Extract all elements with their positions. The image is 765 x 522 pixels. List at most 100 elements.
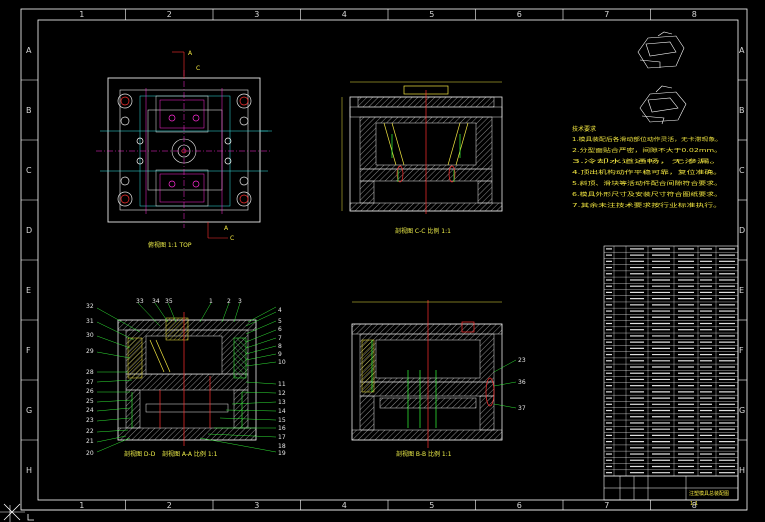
zone-row-labels-left: A B C D E F G H xyxy=(21,46,38,475)
callout-bb-36: 36 xyxy=(518,379,526,386)
zone-row-left-B: B xyxy=(26,106,32,115)
callout-13: 13 xyxy=(278,399,286,406)
note-line: 2.分型面贴合严密，间隙不大于0.02mm。 xyxy=(572,146,722,154)
parts-list-rows xyxy=(604,246,738,476)
zone-col-top-4: 4 xyxy=(342,10,347,19)
callout-34: 34 xyxy=(152,298,160,305)
callout-32: 32 xyxy=(86,303,94,310)
callout-25: 25 xyxy=(86,398,94,405)
zone-col-bottom-1: 1 xyxy=(79,501,84,510)
zone-row-left-A: A xyxy=(26,46,32,55)
notes-lines: 1.模具装配后各滑动部位动作灵活，无卡滞现象。 2.分型面贴合严密，间隙不大于0.… xyxy=(572,135,722,209)
frame-corner-ticks xyxy=(0,505,747,522)
section-mark-c-bottom: C xyxy=(230,235,234,242)
zone-row-left-F: F xyxy=(26,346,31,355)
callouts-bb: 23 36 37 xyxy=(518,357,526,412)
section-mark-a-bottom: A xyxy=(224,225,229,232)
ucs-icon xyxy=(3,503,34,521)
zone-col-top-2: 2 xyxy=(167,10,172,19)
section-mark-a-top: A xyxy=(188,50,193,57)
caption-section-bb: 剖视图 B-B 比例 1:1 xyxy=(396,450,452,458)
zone-col-bottom-7: 7 xyxy=(604,501,609,510)
zone-col-top-1: 1 xyxy=(79,10,84,19)
zone-row-right-C: C xyxy=(739,166,745,175)
caption-section-cc: 剖视图 C-C 比例 1:1 xyxy=(395,227,451,235)
callout-21: 21 xyxy=(86,438,94,445)
zone-col-bottom-2: 2 xyxy=(167,501,172,510)
zone-row-left-C: C xyxy=(26,166,32,175)
top-view: A C C A 俯视图 1:1 TOP xyxy=(96,50,272,249)
callout-22: 22 xyxy=(86,428,94,435)
callout-7: 7 xyxy=(278,335,282,342)
callout-33: 33 xyxy=(136,298,144,305)
callout-bb-37: 37 xyxy=(518,405,526,412)
zone-col-top-8: 8 xyxy=(692,10,697,19)
zone-col-bottom-4: 4 xyxy=(342,501,347,510)
callout-18: 18 xyxy=(278,443,286,450)
callout-29: 29 xyxy=(86,348,94,355)
title-block-name: 注塑模具总装配图 xyxy=(689,490,729,497)
callout-24: 24 xyxy=(86,407,94,414)
callout-27: 27 xyxy=(86,379,94,386)
zone-row-right-E: E xyxy=(739,286,744,295)
callout-8: 8 xyxy=(278,343,282,350)
note-line: 3.冷却水道通畅，无渗漏。 xyxy=(572,157,722,165)
zone-col-bottom-8: 8 xyxy=(692,501,697,510)
zone-row-right-A: A xyxy=(739,46,745,55)
callout-1: 1 xyxy=(209,298,213,305)
callout-26: 26 xyxy=(86,388,94,395)
callout-14: 14 xyxy=(278,408,286,415)
zone-col-bottom-3: 3 xyxy=(254,501,259,510)
callout-17: 17 xyxy=(278,434,286,441)
zone-row-right-G: G xyxy=(739,406,745,415)
title-block-scale: 1:1 xyxy=(690,501,698,507)
callout-3: 3 xyxy=(238,298,242,305)
zone-row-left-G: G xyxy=(26,406,32,415)
callout-6: 6 xyxy=(278,326,282,333)
zone-col-top-3: 3 xyxy=(254,10,259,19)
callout-19: 19 xyxy=(278,450,286,457)
section-view-bb: 23 36 37 剖视图 B-B 比例 1:1 xyxy=(351,300,526,458)
zone-row-left-H: H xyxy=(26,466,32,475)
iso-view-thumbnails xyxy=(637,31,687,125)
zone-row-left-D: D xyxy=(26,226,32,235)
note-line: 4.顶出机构动作平稳可靠，复位准确。 xyxy=(572,168,722,176)
zone-row-labels-right: A B C D E F G H xyxy=(738,46,747,475)
caption-section-dd: 剖视图 D-D xyxy=(124,450,156,458)
parts-list-table xyxy=(603,245,739,477)
callout-bb-23: 23 xyxy=(518,357,526,364)
callout-35: 35 xyxy=(165,298,173,305)
zone-column-labels-top: 1 2 3 4 5 6 7 8 xyxy=(79,9,697,20)
zone-row-right-H: H xyxy=(739,466,745,475)
zone-col-top-5: 5 xyxy=(429,10,434,19)
callout-23: 23 xyxy=(86,417,94,424)
title-block: 注塑模具总装配图 1:1 xyxy=(603,475,739,507)
section-view-cc: 剖视图 C-C 比例 1:1 xyxy=(341,81,503,235)
callout-12: 12 xyxy=(278,390,286,397)
zone-row-right-B: B xyxy=(739,106,745,115)
notes-title: 技术要求 xyxy=(572,125,596,133)
callout-15: 15 xyxy=(278,417,286,424)
zone-col-bottom-5: 5 xyxy=(429,501,434,510)
technical-requirements: 技术要求 1.模具装配后各滑动部位动作灵活，无卡滞现象。 2.分型面贴合严密，间隙… xyxy=(572,125,722,209)
callout-9: 9 xyxy=(278,351,282,358)
caption-top-view: 俯视图 1:1 TOP xyxy=(148,241,192,249)
note-line: 1.模具装配后各滑动部位动作灵活，无卡滞现象。 xyxy=(572,135,722,143)
callout-31: 31 xyxy=(86,318,94,325)
callout-2: 2 xyxy=(227,298,231,305)
zone-row-right-F: F xyxy=(739,346,744,355)
callout-30: 30 xyxy=(86,332,94,339)
zone-row-left-E: E xyxy=(26,286,31,295)
section-mark-c-top: C xyxy=(196,65,200,72)
callout-16: 16 xyxy=(278,425,286,432)
zone-row-right-D: D xyxy=(739,226,745,235)
zone-col-top-7: 7 xyxy=(604,10,609,19)
callout-11: 11 xyxy=(278,381,286,388)
note-line: 6.模具外形尺寸及安装尺寸符合图纸要求。 xyxy=(572,190,722,198)
zone-col-top-6: 6 xyxy=(517,10,522,19)
